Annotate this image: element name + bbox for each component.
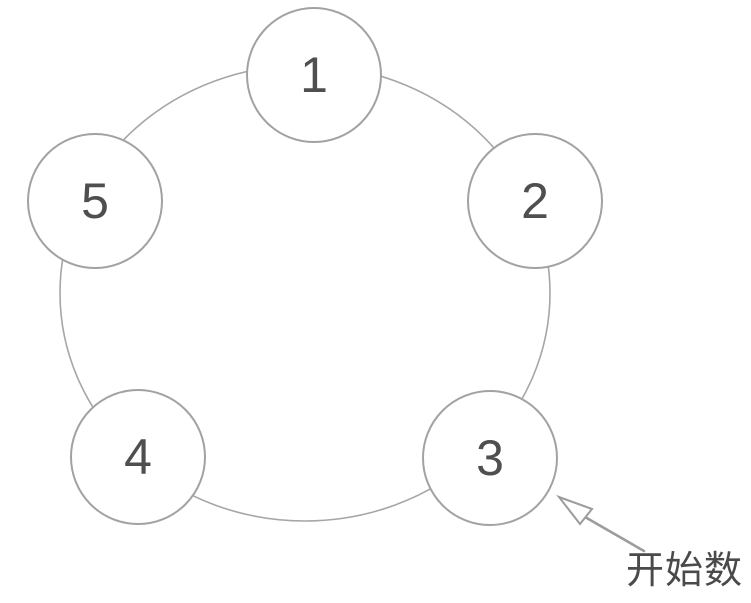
node-label: 5 <box>81 173 109 229</box>
node-circle-2: 2 <box>467 133 603 269</box>
node-label: 4 <box>124 429 152 485</box>
node-circle-4: 4 <box>70 389 206 525</box>
node-circle-1: 1 <box>246 7 382 143</box>
node-label: 2 <box>521 173 549 229</box>
node-label: 3 <box>476 430 504 486</box>
annotation-label: 开始数 <box>626 550 744 592</box>
node-circle-3: 3 <box>422 390 558 526</box>
node-circle-5: 5 <box>27 133 163 269</box>
node-label: 1 <box>300 47 328 103</box>
arrow-icon <box>556 494 646 553</box>
